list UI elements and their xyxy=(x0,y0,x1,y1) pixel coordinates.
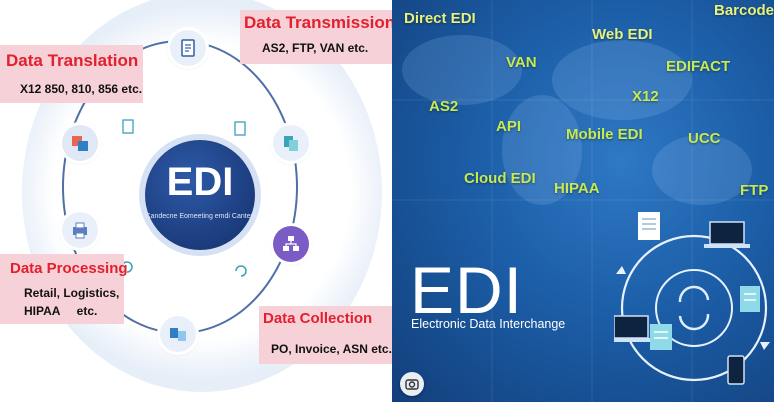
translate-icon xyxy=(72,136,88,151)
label-data-transmission: Data Transmission AS2, FTP, VAN etc. xyxy=(240,10,392,64)
keyword-ucc: UCC xyxy=(688,130,721,147)
arrow-head-icon xyxy=(616,266,626,274)
keyword-direct-edi: Direct EDI xyxy=(404,10,476,27)
arrow-head-icon xyxy=(760,342,770,350)
outer-cycle-ring xyxy=(620,234,768,382)
core-title: EDI xyxy=(166,160,234,204)
label-data-translation: Data Translation X12 850, 810, 856 etc. xyxy=(0,45,143,103)
document-icon xyxy=(181,39,195,57)
keyword-mobile-edi: Mobile EDI xyxy=(566,126,643,143)
document-icon xyxy=(638,212,660,240)
files-icon xyxy=(284,136,298,151)
transfer-icon-node xyxy=(273,125,309,161)
keyword-van: VAN xyxy=(506,54,537,71)
keyword-cloud-edi: Cloud EDI xyxy=(464,170,536,187)
label-title: Data Processing xyxy=(10,260,128,277)
label-title: Data Collection xyxy=(263,310,373,327)
label-description-line2: HIPAA etc. xyxy=(24,304,98,318)
keyword-x12: X12 xyxy=(632,88,659,105)
camera-icon xyxy=(405,379,419,390)
edi-cycle-diagram: EDI Candecne Eomeeting emdi Canten Data … xyxy=(0,0,392,392)
mini-doc-icon xyxy=(234,121,246,136)
keyword-web-edi: Web EDI xyxy=(592,26,653,43)
label-description: AS2, FTP, VAN etc. xyxy=(262,41,369,55)
data-exchange-cycle-graphic xyxy=(614,212,770,385)
keyword-as2: AS2 xyxy=(429,98,459,115)
phone-icon xyxy=(727,355,745,385)
edi-core-circle: EDI Candecne Eomeeting emdi Canten xyxy=(145,140,255,250)
keyword-barcode: Barcode xyxy=(714,2,774,19)
label-description: X12 850, 810, 856 etc. xyxy=(20,82,143,96)
label-data-processing: Data Processing Retail, Logistics, HIPAA… xyxy=(0,254,128,324)
mini-refresh-icon xyxy=(235,265,247,277)
flowchart-icon xyxy=(283,236,299,251)
core-subtitle: Candecne Eomeeting emdi Canten xyxy=(145,213,255,220)
translation-icon-node xyxy=(62,125,98,161)
sync-arrow-icon xyxy=(678,285,710,303)
collection-icon-node xyxy=(273,226,309,262)
sync-arrow-icon xyxy=(678,313,710,331)
world-map-pattern xyxy=(392,0,774,402)
inner-cycle-ring xyxy=(655,269,733,347)
laptop-icon xyxy=(704,221,750,248)
keyword-api: API xyxy=(496,118,522,135)
keyword-hipaa: HIPAA xyxy=(554,180,600,197)
label-description: PO, Invoice, ASN etc. xyxy=(271,342,392,356)
label-title: Data Translation xyxy=(6,51,139,70)
processing-icon-node xyxy=(62,212,98,248)
laptop-icon xyxy=(614,315,652,342)
exchange-icon xyxy=(170,328,186,341)
mini-doc-icon xyxy=(122,119,134,134)
keyword-edifact: EDIFACT xyxy=(666,58,731,75)
edi-technology-banner: Direct EDI Barcode Web EDI VAN EDIFACT X… xyxy=(392,0,774,402)
visual-search-icon[interactable] xyxy=(400,372,424,396)
document-icon-node-top xyxy=(170,30,206,66)
document-icon xyxy=(650,324,672,350)
label-data-collection: Data Collection PO, Invoice, ASN etc. xyxy=(259,306,392,364)
label-title: Data Transmission xyxy=(244,13,392,32)
printer-icon xyxy=(73,222,87,239)
document-icon xyxy=(740,286,760,312)
banner-title: EDI xyxy=(410,253,524,327)
banner-subtitle: Electronic Data Interchange xyxy=(411,317,566,331)
keyword-ftp: FTP xyxy=(740,182,769,199)
exchange-icon-node xyxy=(160,316,196,352)
label-description-line1: Retail, Logistics, xyxy=(24,286,120,300)
